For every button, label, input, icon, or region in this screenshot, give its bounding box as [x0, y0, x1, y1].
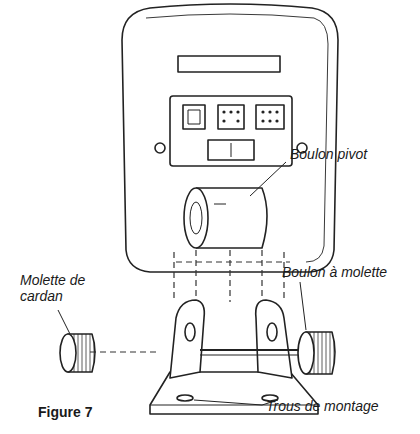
part-label: Boulon pivot [290, 146, 410, 162]
figure-caption: Figure 7 [38, 404, 92, 420]
part-label: Trous de montage [266, 398, 406, 414]
part-label: Boulon à molette [282, 264, 412, 280]
part-label: Molette de cardan [20, 272, 100, 304]
